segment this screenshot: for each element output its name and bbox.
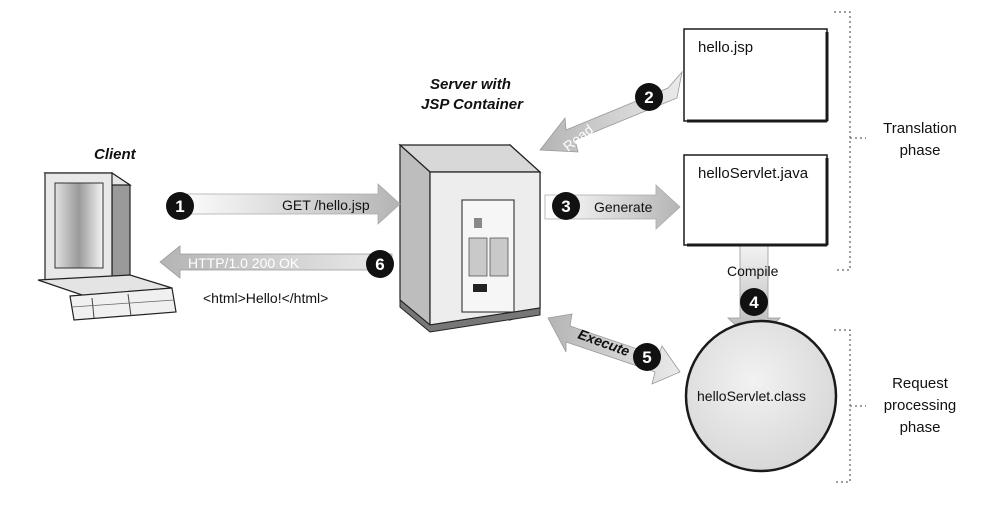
hello-servlet-class-circle	[684, 319, 838, 473]
svg-text:3: 3	[561, 197, 570, 216]
step-badge-5: 5	[633, 343, 661, 371]
hello-servlet-java-label: helloServlet.java	[698, 165, 809, 182]
step-badge-3: 3	[552, 192, 580, 220]
response-body-label: <html>Hello!</html>	[203, 290, 329, 306]
server-label-line1: Server with	[430, 76, 511, 93]
compile-label: Compile	[727, 263, 779, 279]
step-badge-2: 2	[635, 83, 663, 111]
step-badge-6: 6	[366, 250, 394, 278]
hello-servlet-java-box	[683, 154, 829, 247]
arrow-read	[539, 70, 683, 153]
hello-servlet-class-label: helloServlet.class	[697, 388, 806, 404]
request-phase-label: Request processing phase	[883, 375, 957, 436]
svg-text:5: 5	[642, 348, 651, 367]
step-badge-1: 1	[166, 192, 194, 220]
generate-label: Generate	[594, 199, 653, 215]
svg-text:2: 2	[644, 88, 653, 107]
translation-phase-bracket	[834, 11, 851, 271]
client-computer-icon	[37, 171, 177, 321]
hello-jsp-label: hello.jsp	[698, 39, 754, 56]
arrow-get-request	[174, 183, 401, 225]
svg-text:4: 4	[749, 293, 759, 312]
client-label: Client	[94, 146, 136, 163]
server-cabinet-icon	[398, 143, 542, 333]
server-label-line2: JSP Container	[421, 96, 523, 113]
svg-text:1: 1	[175, 197, 184, 216]
translation-phase-label: Translation phase	[883, 120, 957, 159]
svg-text:6: 6	[375, 255, 384, 274]
step-badge-4: 4	[740, 288, 768, 316]
hello-jsp-box	[683, 28, 829, 123]
http-response-label: HTTP/1.0 200 OK	[188, 255, 300, 271]
get-request-label: GET /hello.jsp	[282, 197, 370, 213]
